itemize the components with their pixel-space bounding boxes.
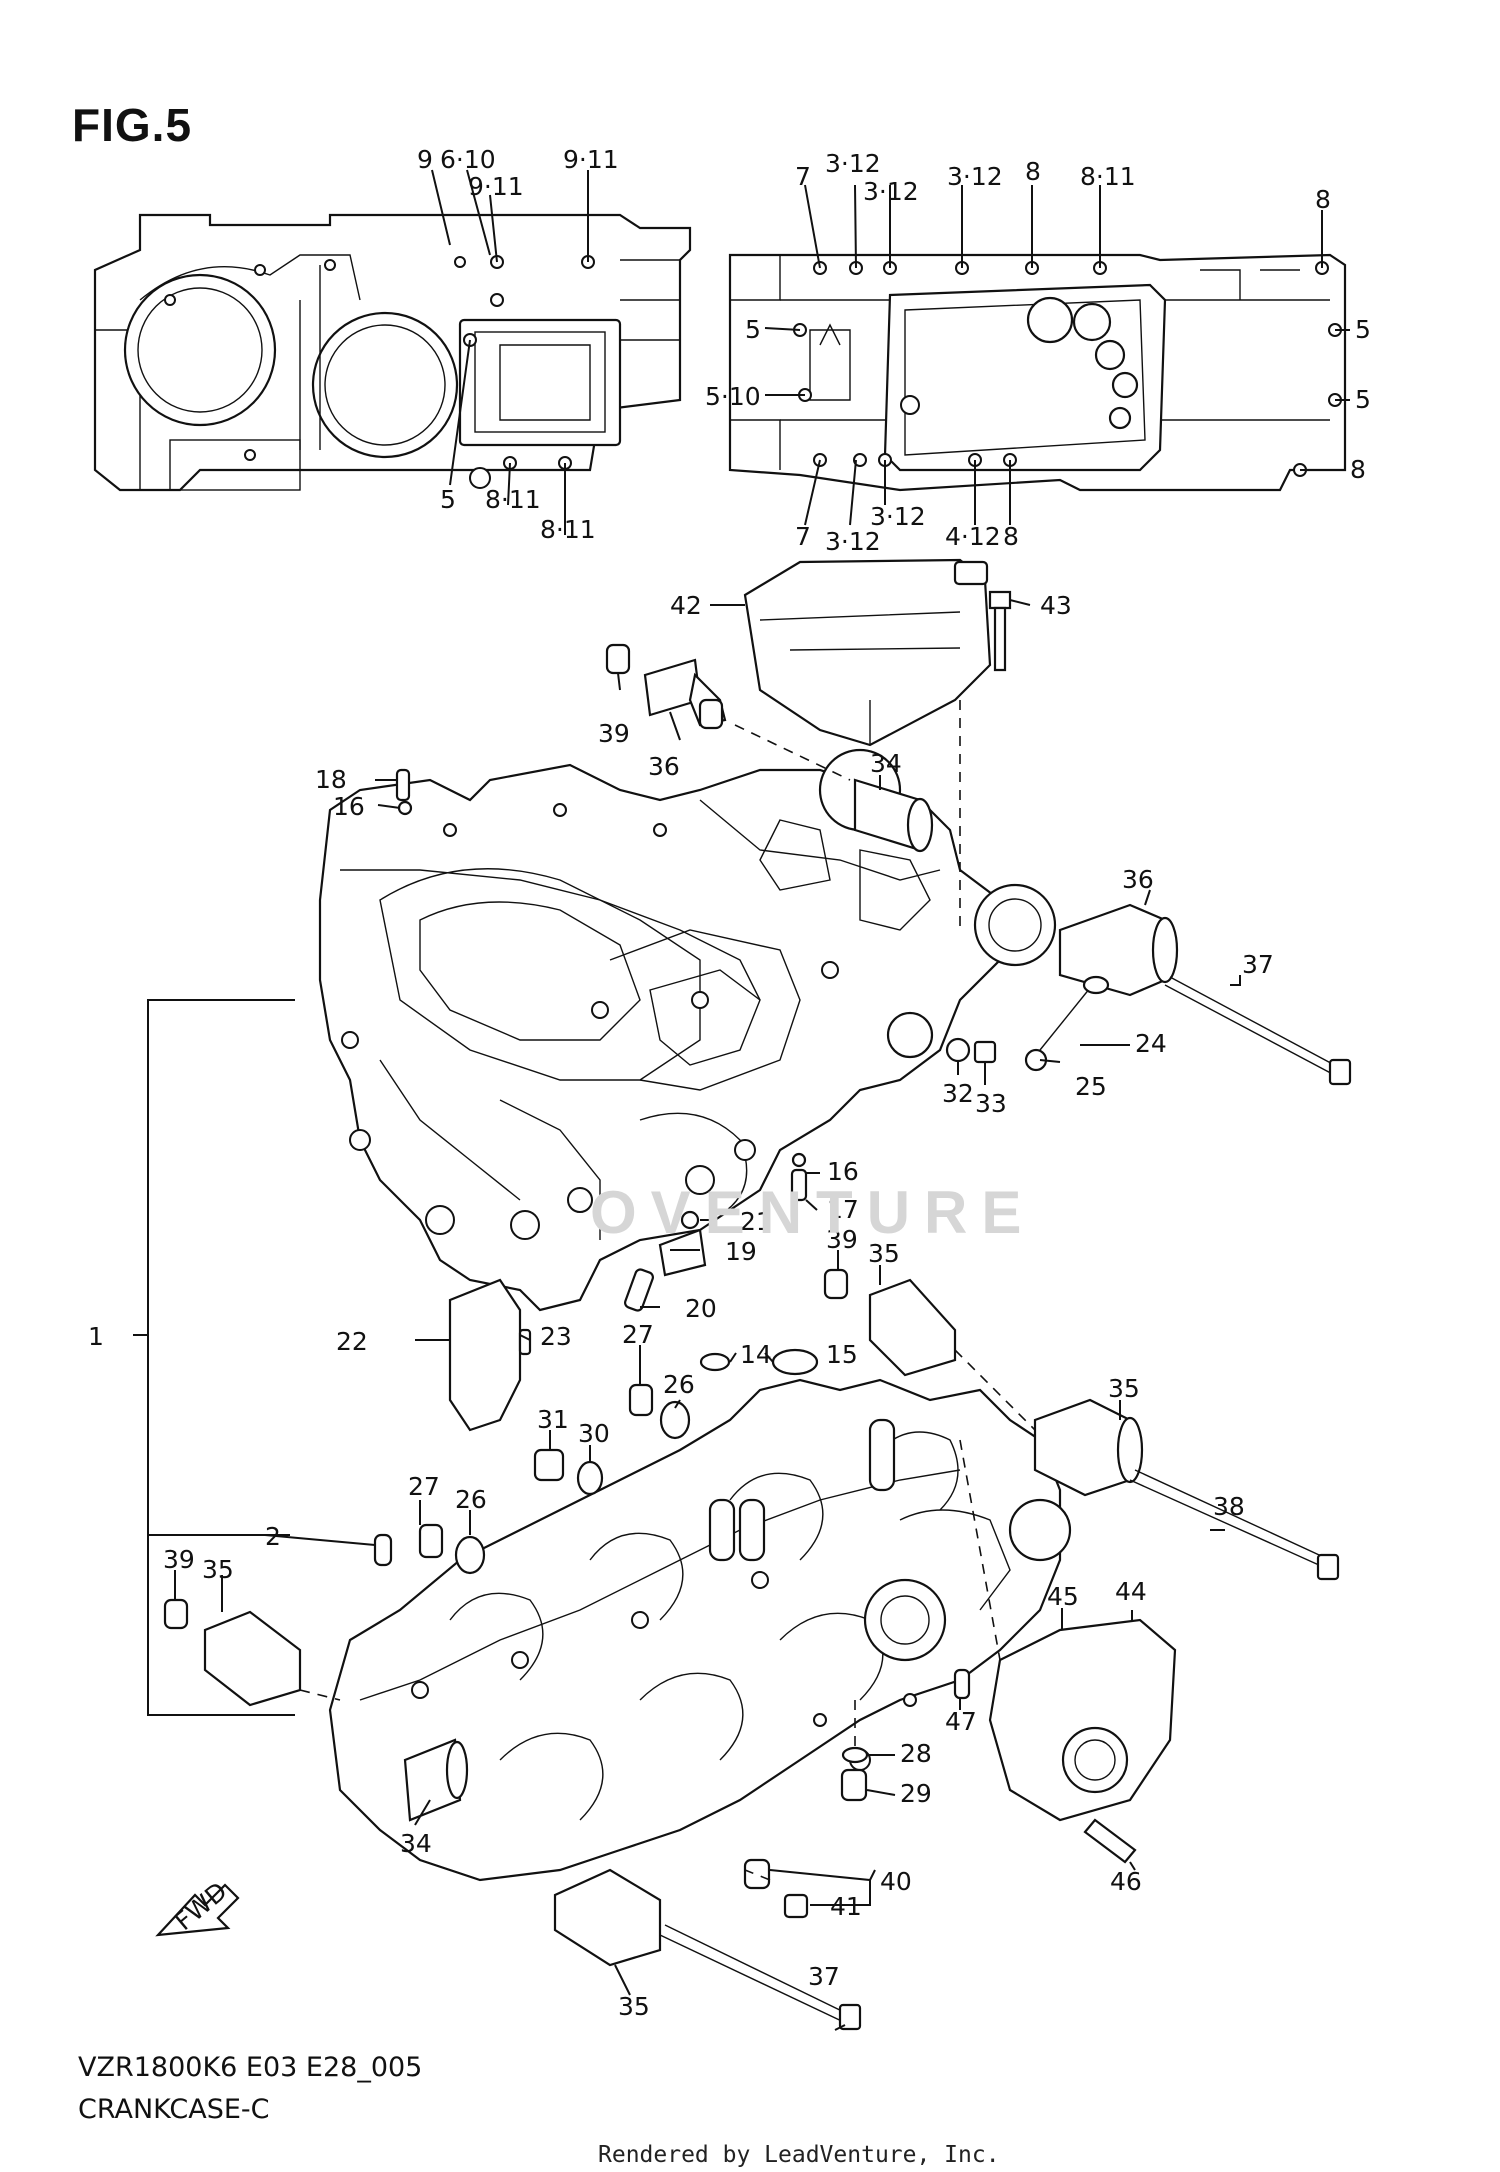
callout-8-11-b: 8·11 [540, 515, 596, 544]
callout-35-c: 35 [202, 1555, 234, 1584]
callout-1: 1 [88, 1322, 104, 1351]
callout-6-10: 6·10 [440, 145, 496, 174]
callout-31: 31 [537, 1405, 569, 1434]
callout-16: 16 [333, 792, 365, 821]
callout-29: 29 [900, 1779, 932, 1808]
callout-16-b: 16 [827, 1157, 859, 1186]
callout-22: 22 [336, 1327, 368, 1356]
callout-5-b: 5 [745, 315, 761, 344]
callout-14: 14 [740, 1340, 772, 1369]
lower-case-bottom-view [728, 253, 1347, 492]
callout-8-11-c: 8·11 [1080, 162, 1136, 191]
callout-3-12-e: 3·12 [870, 502, 926, 531]
callout-37-b: 37 [808, 1962, 840, 1991]
callout-26: 26 [663, 1370, 695, 1399]
small-parts [163, 643, 1352, 2031]
cover-42 [743, 558, 992, 747]
callout-21: 21 [740, 1207, 772, 1236]
assembly-name: CRANKCASE-C [78, 2094, 270, 2125]
callout-23: 23 [540, 1322, 572, 1351]
callout-35-d: 35 [618, 1992, 650, 2021]
callout-45: 45 [1047, 1582, 1079, 1611]
callout-17: 17 [827, 1195, 859, 1224]
callout-2: 2 [265, 1522, 281, 1551]
callout-35: 35 [868, 1239, 900, 1268]
callout-8: 8 [1025, 157, 1041, 186]
assembly-bracket [133, 999, 295, 1716]
render-credit: Rendered by LeadVenture, Inc. [598, 2142, 1000, 2168]
callout-43: 43 [1040, 591, 1072, 620]
callout-labels: 9 6·10 9·11 9·11 5 8·11 8·11 7 3·12 3·12… [88, 145, 1371, 2021]
callout-37: 37 [1242, 950, 1274, 979]
callout-3-12: 3·12 [825, 149, 881, 178]
callout-5: 5 [440, 485, 456, 514]
callout-8-d: 8 [1003, 522, 1019, 551]
callout-27-b: 27 [408, 1472, 440, 1501]
callout-25: 25 [1075, 1072, 1107, 1101]
callout-42: 42 [670, 591, 702, 620]
callout-46: 46 [1110, 1867, 1142, 1896]
callout-20: 20 [685, 1294, 717, 1323]
callout-26-b: 26 [455, 1485, 487, 1514]
alignment-lines [299, 700, 1036, 1881]
callout-15: 15 [826, 1340, 858, 1369]
upper-crankcase [318, 748, 1057, 1312]
callout-44: 44 [1115, 1577, 1147, 1606]
callout-8-11: 8·11 [485, 485, 541, 514]
callout-27: 27 [622, 1320, 654, 1349]
callout-4-12: 4·12 [945, 522, 1001, 551]
callout-5-c: 5 [1355, 315, 1371, 344]
callout-33: 33 [975, 1089, 1007, 1118]
bolt-43 [988, 590, 1012, 672]
model-code: VZR1800K6 E03 E28_005 [78, 2052, 423, 2083]
callout-18: 18 [315, 765, 347, 794]
callout-8-c: 8 [1350, 455, 1366, 484]
callout-24: 24 [1135, 1029, 1167, 1058]
callout-3-12-b: 3·12 [863, 177, 919, 206]
callout-36: 36 [648, 752, 680, 781]
callout-3-12-d: 3·12 [825, 527, 881, 556]
callout-47: 47 [945, 1707, 977, 1736]
callout-28: 28 [900, 1739, 932, 1768]
callout-9-11: 9·11 [468, 172, 524, 201]
callout-39-b: 39 [826, 1225, 858, 1254]
callout-38: 38 [1213, 1492, 1245, 1521]
callout-19: 19 [725, 1237, 757, 1266]
callout-5-10: 5·10 [705, 382, 761, 411]
callout-8-b: 8 [1315, 185, 1331, 214]
callout-39-c: 39 [163, 1545, 195, 1574]
callout-35-b: 35 [1108, 1374, 1140, 1403]
callout-34: 34 [870, 749, 902, 778]
callout-34-b: 34 [400, 1829, 432, 1858]
callout-9: 9 [417, 145, 433, 174]
watermark: OVENTURE [590, 1179, 1036, 1246]
callout-39: 39 [598, 719, 630, 748]
callout-3-12-c: 3·12 [947, 162, 1003, 191]
callout-7-b: 7 [795, 522, 811, 551]
callout-7: 7 [795, 162, 811, 191]
callout-32: 32 [942, 1079, 974, 1108]
figure-title: FIG.5 [72, 99, 193, 151]
callout-40: 40 [880, 1867, 912, 1896]
callout-30: 30 [578, 1419, 610, 1448]
callout-9-11-b: 9·11 [563, 145, 619, 174]
callout-41: 41 [830, 1892, 862, 1921]
leader-lines [174, 169, 1350, 2031]
upper-case-top-view [93, 213, 692, 492]
forward-arrow-icon: FWD [155, 1876, 240, 1937]
callout-36-b: 36 [1122, 865, 1154, 894]
callout-5-d: 5 [1355, 385, 1371, 414]
